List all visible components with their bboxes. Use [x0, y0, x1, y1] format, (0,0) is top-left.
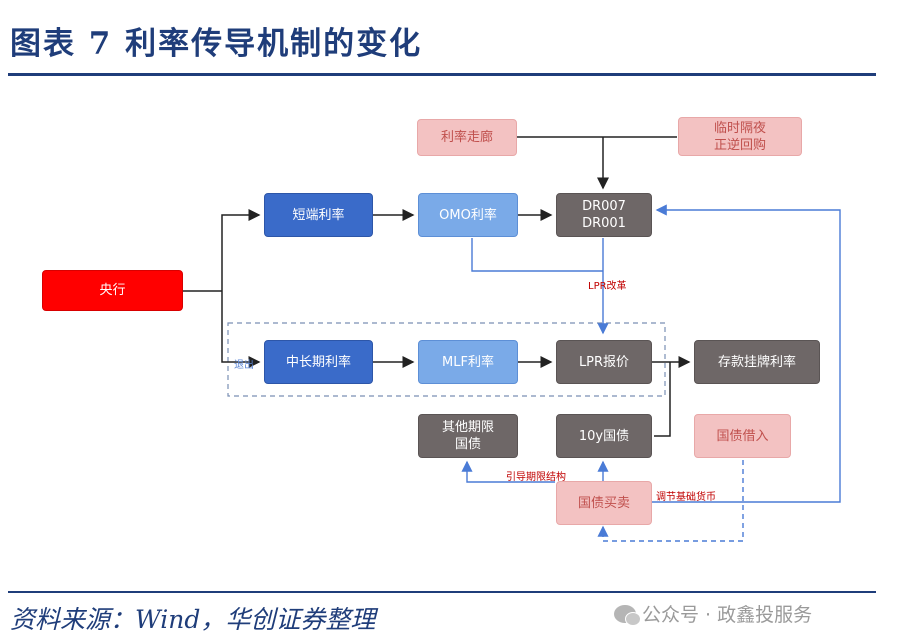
node-omo-label: OMO利率	[439, 207, 497, 223]
connector-trade-dr	[652, 204, 841, 503]
wechat-icon	[614, 604, 641, 626]
watermark-text: 公众号 · 政鑫投服务	[642, 604, 813, 626]
node-central-bank: 央行	[42, 270, 183, 311]
node-bond-trade-label: 国债买卖	[577, 495, 630, 511]
node-other-bonds: 其他期限 国债	[418, 414, 518, 458]
node-mid-long-rate-label: 中长期利率	[285, 354, 351, 370]
label-adjust-base: 调节基础货币	[656, 492, 716, 503]
node-omo: OMO利率	[418, 193, 518, 237]
node-dr: DR007 DR001	[556, 193, 652, 237]
source-note: 资料来源：Wind，华创证券整理	[10, 605, 376, 634]
node-10y-bond: 10y国债	[556, 414, 652, 458]
node-bond-trade: 国债买卖	[556, 481, 652, 525]
label-lpr-reform: LPR改革	[588, 281, 627, 292]
node-overnight-repo-label: 临时隔夜 正逆回购	[713, 120, 766, 153]
node-mlf-label: MLF利率	[442, 354, 494, 370]
node-rate-corridor: 利率走廊	[417, 119, 517, 156]
node-central-bank-label: 央行	[99, 283, 126, 298]
connector-borrow-trade	[597, 460, 744, 542]
node-mid-long-rate: 中长期利率	[264, 340, 373, 384]
node-deposit-rate-label: 存款挂牌利率	[717, 354, 796, 370]
label-phase: 退出	[234, 360, 254, 371]
title-divider	[8, 73, 876, 76]
node-mlf: MLF利率	[418, 340, 518, 384]
watermark: 公众号 · 政鑫投服务	[614, 600, 812, 627]
connector-omo-lpr	[471, 238, 603, 272]
mid-long-dashed-group	[227, 322, 666, 397]
connector-deposit-10y	[654, 362, 671, 437]
node-bond-borrow: 国债借入	[694, 414, 791, 458]
node-overnight-repo: 临时隔夜 正逆回购	[678, 117, 802, 156]
node-short-rate-label: 短端利率	[292, 207, 345, 223]
node-other-bonds-label: 其他期限 国债	[441, 420, 494, 452]
label-guide-term: 引导期限结构	[506, 472, 566, 483]
page-title: 图表 7 利率传导机制的变化	[10, 26, 423, 62]
node-short-rate: 短端利率	[264, 193, 373, 237]
connector-to-midlong	[221, 291, 261, 368]
node-lpr: LPR报价	[556, 340, 652, 384]
node-bond-borrow-label: 国债借入	[716, 428, 769, 444]
node-rate-corridor-label: 利率走廊	[440, 130, 493, 145]
connector-trade-other	[461, 460, 555, 483]
node-lpr-label: LPR报价	[578, 354, 630, 370]
node-deposit-rate: 存款挂牌利率	[694, 340, 820, 384]
connector-to-short	[221, 209, 261, 291]
footer-divider	[8, 591, 876, 593]
node-10y-bond-label: 10y国债	[578, 428, 630, 444]
node-dr-label: DR007 DR001	[582, 199, 626, 231]
